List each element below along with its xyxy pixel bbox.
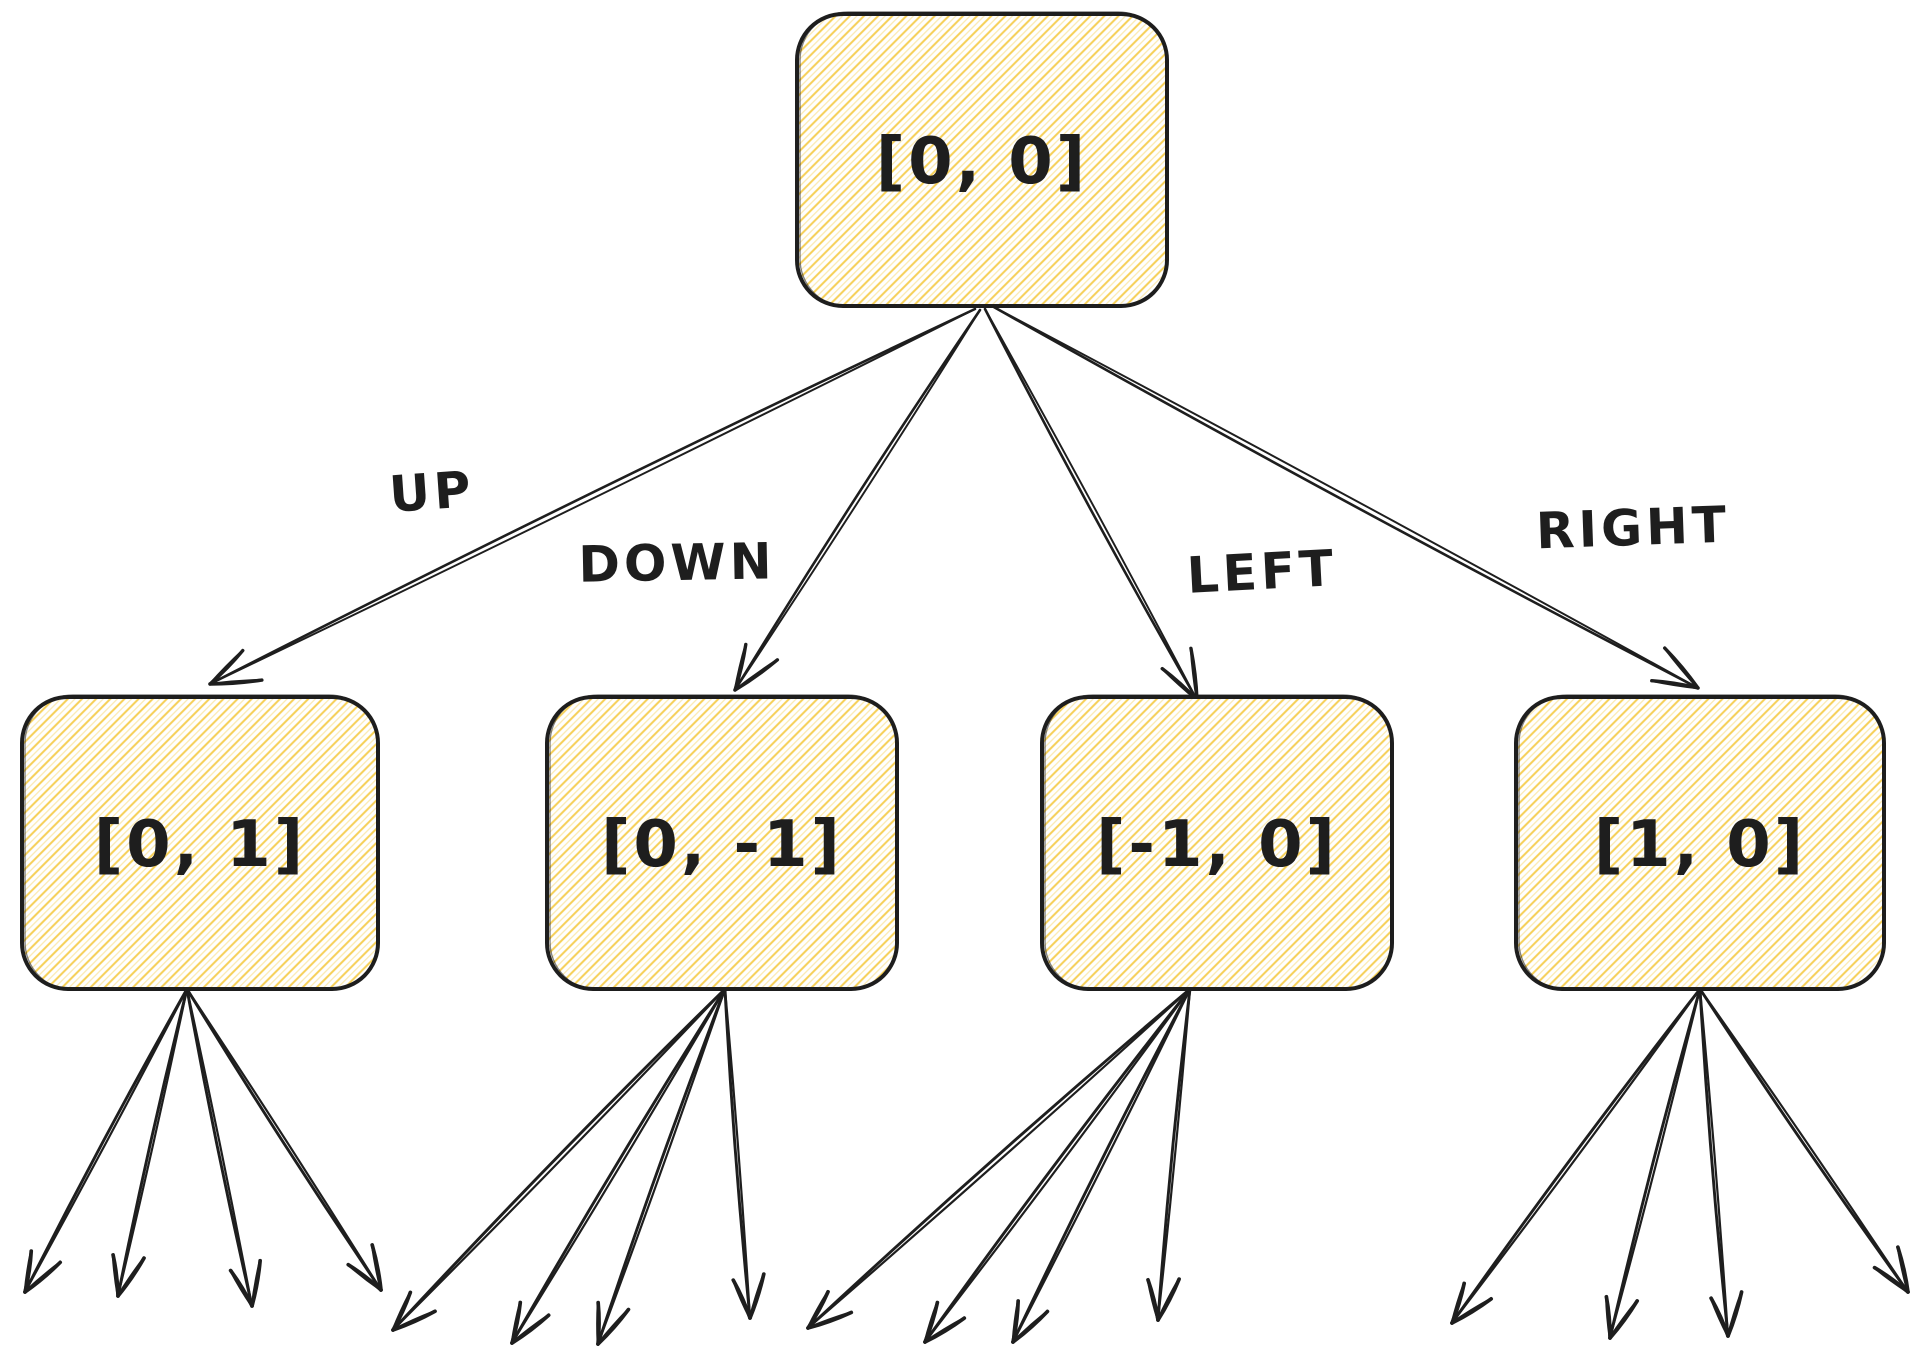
- node-label-root: [0, 0]: [875, 125, 1089, 199]
- edge-label-up: UP: [387, 460, 477, 524]
- tree-node-left: [1040, 694, 1394, 991]
- edge-arrow-down: [733, 308, 982, 692]
- edge-label-down: DOWN: [578, 532, 776, 594]
- edge-arrow-right: [990, 304, 1700, 690]
- tree-node-down: [545, 694, 899, 991]
- edge-arrow-left: [983, 307, 1199, 702]
- node-label-left: [-1, 0]: [1096, 808, 1338, 882]
- node-label-down: [0, -1]: [601, 808, 843, 882]
- fan-arrows-down: [391, 987, 766, 1346]
- edge-label-right: RIGHT: [1534, 495, 1732, 561]
- edge-label-left: LEFT: [1185, 539, 1339, 605]
- fan-arrows-up: [23, 987, 383, 1308]
- tree-node-root: [795, 11, 1169, 308]
- tree-node-up: [20, 694, 380, 991]
- edge-arrow-up: [208, 307, 977, 686]
- fan-arrows-right: [1450, 987, 1910, 1340]
- fan-arrows-left: [806, 987, 1192, 1344]
- tree-node-right: [1514, 694, 1886, 991]
- node-label-right: [1, 0]: [1593, 808, 1807, 882]
- node-label-up: [0, 1]: [93, 808, 307, 882]
